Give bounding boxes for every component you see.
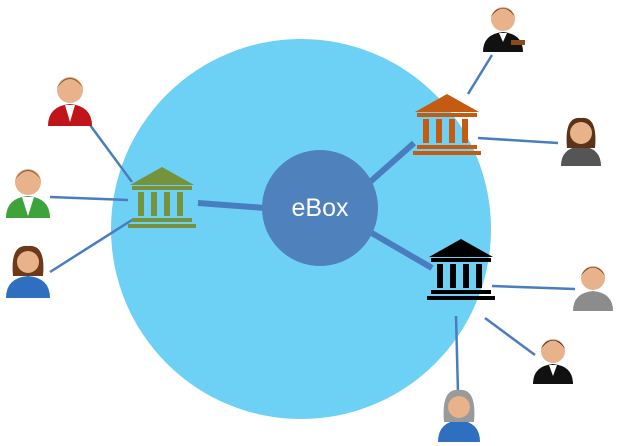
person-man-black-icon[interactable]	[533, 339, 573, 384]
person-woman-blue-icon[interactable]	[6, 245, 50, 298]
connector-black-bank-hub	[368, 229, 434, 271]
connector	[454, 315, 460, 394]
person-connectors	[49, 54, 576, 394]
person-green-shirt-icon[interactable]	[6, 169, 50, 218]
person-man-gray-icon[interactable]	[573, 266, 613, 311]
hub-connectors	[197, 140, 434, 271]
person-woman-blue-bottom-icon[interactable]	[438, 389, 480, 442]
connector	[49, 218, 133, 274]
connector-orange-bank-hub	[368, 140, 416, 185]
ebox-hub-label: eBox	[291, 194, 349, 222]
connector	[484, 316, 536, 357]
connector	[466, 54, 494, 95]
connector	[88, 124, 134, 183]
connector-green-bank-hub	[197, 200, 266, 211]
person-judge-icon[interactable]	[483, 7, 525, 52]
connector	[491, 284, 576, 291]
ebox-hub[interactable]	[262, 150, 378, 266]
person-woman-gray-icon[interactable]	[561, 117, 601, 166]
connector	[49, 195, 129, 202]
person-red-suit-icon[interactable]	[48, 77, 92, 126]
connector	[477, 136, 559, 145]
